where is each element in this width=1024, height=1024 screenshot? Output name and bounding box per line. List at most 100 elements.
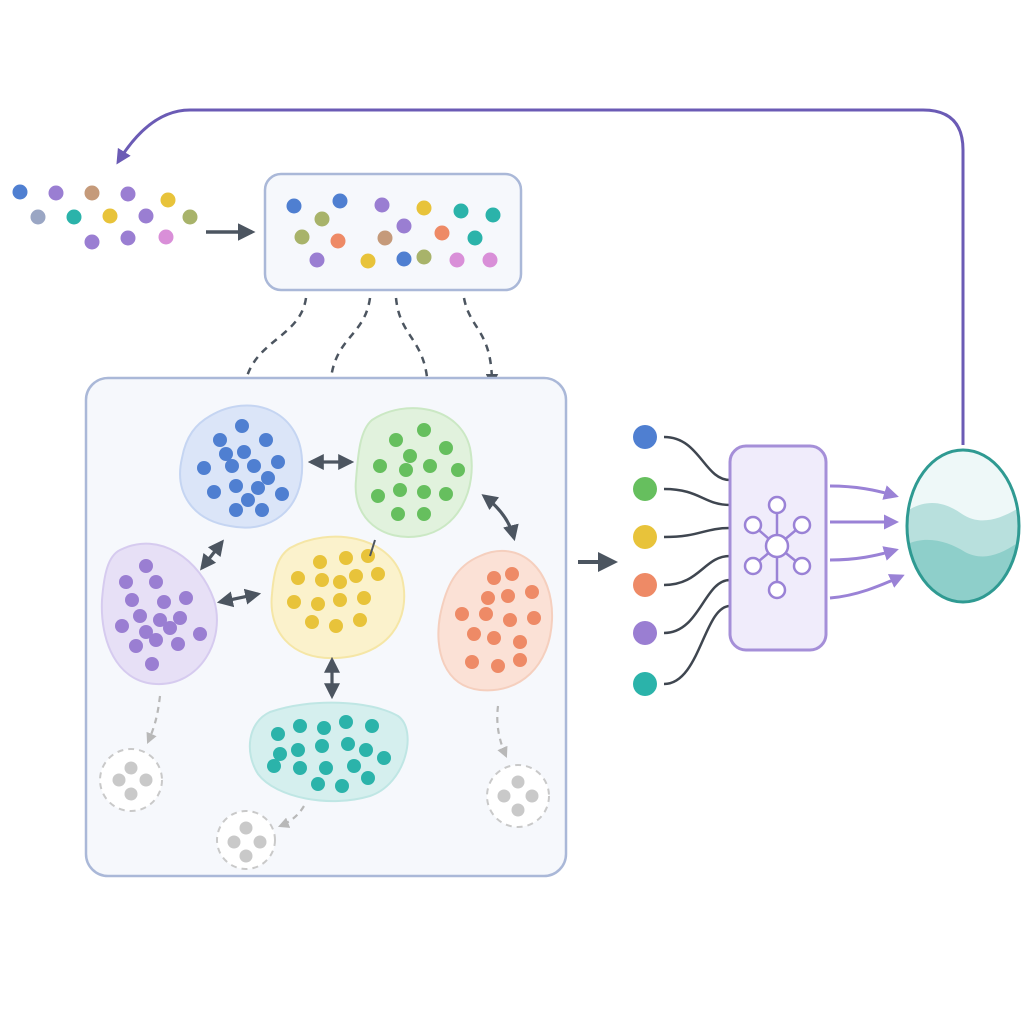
cluster-representatives bbox=[633, 425, 731, 696]
cluster-point-purple bbox=[171, 637, 185, 651]
cluster-point-blue bbox=[237, 445, 251, 459]
cluster-point-blue bbox=[241, 493, 255, 507]
cluster-point-teal bbox=[365, 719, 379, 733]
cluster-point-purple bbox=[157, 595, 171, 609]
cluster-point-teal bbox=[319, 761, 333, 775]
faded-cluster-right bbox=[486, 705, 550, 828]
cluster-point-blue bbox=[235, 419, 249, 433]
cluster-point-teal bbox=[273, 747, 287, 761]
buffered-data-point bbox=[396, 251, 412, 267]
cluster-point-yellow bbox=[353, 613, 367, 627]
cluster-blue bbox=[179, 404, 304, 529]
cluster-point-orange bbox=[455, 607, 469, 621]
cluster-point-orange bbox=[505, 567, 519, 581]
cluster-point-blue bbox=[261, 471, 275, 485]
cluster-point-blue bbox=[219, 447, 233, 461]
cluster-point-purple bbox=[145, 657, 159, 671]
cluster-point-green bbox=[371, 489, 385, 503]
cluster-point-blue bbox=[207, 485, 221, 499]
cluster-point-purple bbox=[129, 639, 143, 653]
cluster-point-yellow bbox=[315, 573, 329, 587]
cluster-point-purple bbox=[139, 625, 153, 639]
cluster-point-teal bbox=[335, 779, 349, 793]
cluster-point-orange bbox=[527, 611, 541, 625]
incoming-data-stream bbox=[12, 184, 198, 250]
cluster-point-yellow bbox=[357, 591, 371, 605]
cluster-point-green bbox=[373, 459, 387, 473]
yellow-cluster-mark bbox=[369, 539, 376, 557]
cluster-point-purple bbox=[179, 591, 193, 605]
wave-distribution-icon bbox=[905, 448, 1021, 604]
stream-data-point bbox=[84, 185, 100, 201]
cluster-green bbox=[354, 407, 473, 538]
cluster-point-blue bbox=[225, 459, 239, 473]
cluster-point-green bbox=[417, 485, 431, 499]
stream-data-point bbox=[12, 184, 28, 200]
cluster-representative-blue bbox=[633, 425, 657, 449]
cluster-representative-teal bbox=[633, 672, 657, 696]
cluster-point-teal bbox=[293, 761, 307, 775]
cluster-point-teal bbox=[291, 743, 305, 757]
cluster-point-blue bbox=[229, 479, 243, 493]
cluster-point-yellow bbox=[305, 615, 319, 629]
cluster-point-orange bbox=[513, 635, 527, 649]
cluster-point-purple bbox=[133, 609, 147, 623]
input-connector bbox=[663, 526, 731, 539]
buffered-data-point bbox=[485, 207, 501, 223]
buffered-data-point bbox=[309, 252, 325, 268]
cluster-point-blue bbox=[251, 481, 265, 495]
cluster-point-yellow bbox=[333, 593, 347, 607]
cluster-point-green bbox=[423, 459, 437, 473]
input-connector bbox=[663, 487, 731, 507]
cluster-point-purple bbox=[163, 621, 177, 635]
stream-data-point bbox=[138, 208, 154, 224]
cluster-interaction-arrows bbox=[200, 454, 519, 700]
cluster-representative-orange bbox=[633, 573, 657, 597]
cluster-point-orange bbox=[503, 613, 517, 627]
network-graph-icon bbox=[743, 495, 812, 600]
input-connector bbox=[663, 435, 731, 482]
cluster-representative-green bbox=[633, 477, 657, 501]
cluster-point-yellow bbox=[291, 571, 305, 585]
buffered-data-point bbox=[482, 252, 498, 268]
cluster-point-green bbox=[417, 507, 431, 521]
cluster-point-green bbox=[439, 487, 453, 501]
buffered-data-points bbox=[286, 193, 501, 269]
cluster-point-green bbox=[451, 463, 465, 477]
buffered-data-point bbox=[374, 197, 390, 213]
feedback-loop-arrow bbox=[116, 108, 965, 445]
cluster-point-orange bbox=[491, 659, 505, 673]
buffered-data-point bbox=[330, 233, 346, 249]
faded-cluster-bottom bbox=[216, 805, 305, 870]
buffered-data-point bbox=[360, 253, 376, 269]
stream-data-point bbox=[102, 208, 118, 224]
input-connector bbox=[663, 604, 731, 686]
buffered-data-point bbox=[294, 229, 310, 245]
stream-data-point bbox=[182, 209, 198, 225]
cluster-point-purple bbox=[153, 613, 167, 627]
cluster-point-teal bbox=[267, 759, 281, 773]
cluster-point-yellow bbox=[311, 597, 325, 611]
input-connector bbox=[663, 554, 731, 587]
cluster-point-teal bbox=[311, 777, 325, 791]
cluster-point-green bbox=[393, 483, 407, 497]
cluster-point-orange bbox=[481, 591, 495, 605]
cluster-point-green bbox=[439, 441, 453, 455]
cluster-point-teal bbox=[359, 743, 373, 757]
cluster-point-teal bbox=[347, 759, 361, 773]
buffered-data-point bbox=[453, 203, 469, 219]
buffered-data-point bbox=[332, 193, 348, 209]
cluster-point-teal bbox=[315, 739, 329, 753]
cluster-point-yellow bbox=[313, 555, 327, 569]
stream-data-point bbox=[120, 230, 136, 246]
cluster-point-purple bbox=[119, 575, 133, 589]
buffered-data-point bbox=[416, 249, 432, 265]
cluster-point-blue bbox=[271, 455, 285, 469]
cluster-representative-yellow bbox=[633, 525, 657, 549]
cluster-point-yellow bbox=[329, 619, 343, 633]
buffered-data-point bbox=[449, 252, 465, 268]
cluster-yellow bbox=[270, 535, 406, 660]
buffered-data-point bbox=[434, 225, 450, 241]
cluster-point-orange bbox=[465, 655, 479, 669]
